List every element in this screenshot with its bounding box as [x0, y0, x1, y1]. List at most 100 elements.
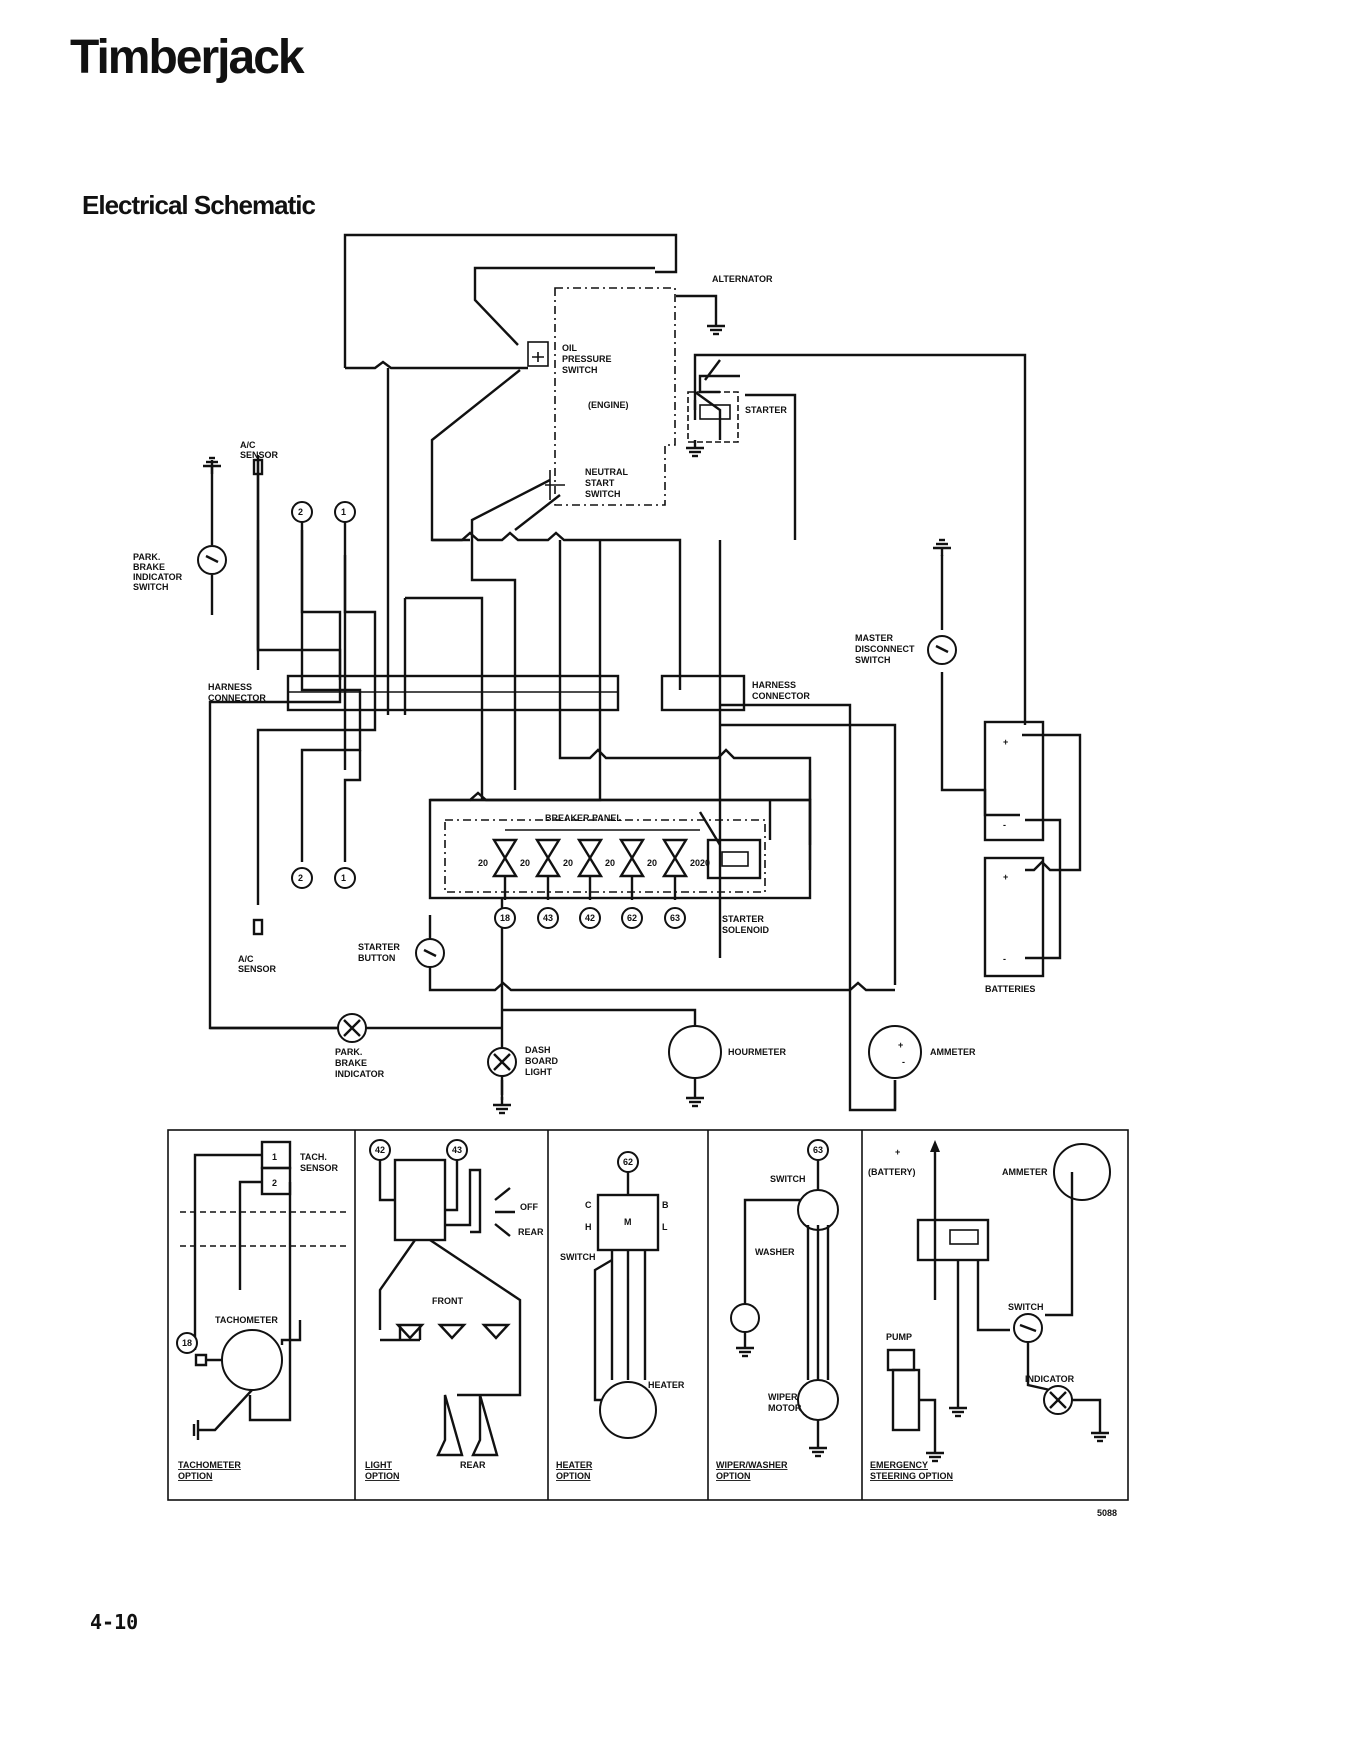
light-off-label: OFF: [520, 1202, 538, 1212]
neutral-start-label-1: NEUTRAL: [585, 467, 628, 477]
circuit-42: 42: [585, 913, 595, 923]
heater-circuit-label: 62: [623, 1157, 633, 1167]
park-brake-indicator-label-2: BRAKE: [335, 1058, 367, 1068]
park-brake-indicator-label-1: PARK.: [335, 1047, 362, 1057]
heater-option-drawing: [593, 1151, 660, 1439]
harness-right-label-1: HARNESS: [752, 680, 796, 690]
light-rear-lamps-label: REAR: [460, 1460, 486, 1470]
page-number: 4-10: [90, 1610, 139, 1634]
park-brake-switch-label-2: BRAKE: [133, 562, 165, 572]
dash-light-label-2: BOARD: [525, 1056, 558, 1066]
heater-heater-label: HEATER: [648, 1380, 685, 1390]
harness-left-label-2: CONNECTOR: [208, 693, 266, 703]
connector-num-1-top: 1: [341, 507, 346, 517]
alternator-label: ALTERNATOR: [712, 274, 773, 284]
wiper-option-title-1: WIPER/WASHER: [716, 1460, 788, 1470]
harness-connector-left: [286, 674, 620, 712]
breaker-panel: [428, 798, 812, 929]
connector-num-2-top: 2: [298, 507, 303, 517]
master-disconnect-label-3: SWITCH: [855, 655, 891, 665]
steering-plus: +: [895, 1147, 900, 1157]
dash-light-label-3: LIGHT: [525, 1067, 552, 1077]
wiper-option-title-2: OPTION: [716, 1471, 751, 1481]
main-wiring: [208, 233, 1082, 1115]
starter-solenoid-label-2: SOLENOID: [722, 925, 770, 935]
circuit-63: 63: [670, 913, 680, 923]
oil-pressure-label-1: OIL: [562, 343, 578, 353]
option-panels: [167, 1129, 1129, 1501]
steering-pump-label: PUMP: [886, 1332, 912, 1342]
connector-num-1-bottom: 1: [341, 873, 346, 883]
heater-pin-l: L: [662, 1222, 668, 1232]
steering-option-title-1: EMERGENCY: [870, 1460, 928, 1470]
dash-board-light-symbol: [487, 1047, 517, 1077]
heater-option-title-2: OPTION: [556, 1471, 591, 1481]
light-option-title-2: OPTION: [365, 1471, 400, 1481]
starter-button-label-2: BUTTON: [358, 953, 395, 963]
heater-switch-label: SWITCH: [560, 1252, 596, 1262]
heater-pin-m: M: [624, 1217, 632, 1227]
circuit-62: 62: [627, 913, 637, 923]
wiper-switch-label: SWITCH: [770, 1174, 806, 1184]
harness-right-label-2: CONNECTOR: [752, 691, 810, 701]
starter-solenoid-label-1: STARTER: [722, 914, 764, 924]
neutral-start-switch-symbol: [545, 470, 565, 500]
circuit-43: 43: [543, 913, 553, 923]
circuit-18: 18: [500, 913, 510, 923]
steering-indicator-label: INDICATOR: [1025, 1374, 1075, 1384]
wiper-motor-label-2: MOTOR: [768, 1403, 802, 1413]
breaker-amp-4: 20: [605, 858, 615, 868]
tach-option-title-2: OPTION: [178, 1471, 213, 1481]
park-brake-switch-label-3: INDICATOR: [133, 572, 183, 582]
ac-sensor-top-label-2: SENSOR: [240, 450, 279, 460]
connector-num-2-bottom: 2: [298, 873, 303, 883]
engine-block-outline: [554, 287, 676, 506]
hourmeter-gauge: [668, 1025, 722, 1079]
neutral-start-label-3: SWITCH: [585, 489, 621, 499]
breaker-panel-label: BREAKER PANEL: [545, 813, 622, 823]
wiper-washer-label: WASHER: [755, 1247, 795, 1257]
engine-label: (ENGINE): [588, 400, 629, 410]
breaker-amp-3: 20: [563, 858, 573, 868]
steering-option-drawing: [886, 1140, 1111, 1463]
section-title: Electrical Schematic: [82, 190, 316, 220]
battery-1-minus: -: [1003, 820, 1006, 830]
park-brake-indicator-label-3: INDICATOR: [335, 1069, 385, 1079]
brand-logo: Timberjack: [70, 31, 305, 84]
ac-sensor-bottom-label-2: SENSOR: [238, 964, 277, 974]
heater-pin-c: C: [585, 1200, 592, 1210]
ac-sensor-top-symbol: [252, 458, 264, 476]
neutral-start-label-2: START: [585, 478, 615, 488]
heater-option-title-1: HEATER: [556, 1460, 593, 1470]
dash-light-label-1: DASH: [525, 1045, 551, 1055]
park-brake-indicator-lamp: [337, 1013, 367, 1043]
ammeter-minus: -: [902, 1057, 905, 1067]
breaker-amp-6: 20: [690, 858, 700, 868]
tachometer-gauge-label: TACHOMETER: [215, 1315, 278, 1325]
tach-pin-2: 2: [272, 1178, 277, 1188]
battery-2: [983, 856, 1045, 978]
steering-ammeter-label: AMMETER: [1002, 1167, 1048, 1177]
battery-1-plus: +: [1003, 737, 1008, 747]
breaker-amp-5: 20: [647, 858, 657, 868]
light-option-drawing: [369, 1139, 522, 1457]
ammeter-plus: +: [898, 1040, 903, 1050]
breaker-amp-2: 20: [520, 858, 530, 868]
starter-label: STARTER: [745, 405, 787, 415]
steering-battery-label: (BATTERY): [868, 1167, 916, 1177]
light-rear-switch-label: REAR: [518, 1227, 544, 1237]
master-disconnect-label-1: MASTER: [855, 633, 894, 643]
light-front-label: FRONT: [432, 1296, 463, 1306]
breaker-amp-1: 20: [478, 858, 488, 868]
tach-sensor-label-1: TACH.: [300, 1152, 327, 1162]
figure-number: 5088: [1097, 1508, 1117, 1518]
tach-circuit-label: 18: [182, 1338, 192, 1348]
connector-number-markers: [291, 501, 356, 889]
wiper-option-drawing: [730, 1139, 839, 1458]
heater-pin-b: B: [662, 1200, 669, 1210]
oil-pressure-label-3: SWITCH: [562, 365, 598, 375]
ac-sensor-bottom-label-1: A/C: [238, 954, 254, 964]
tachometer-option-drawing: [176, 1140, 350, 1440]
breaker-amp-7: 20: [700, 858, 710, 868]
ac-sensor-bottom-symbol: [252, 918, 264, 936]
